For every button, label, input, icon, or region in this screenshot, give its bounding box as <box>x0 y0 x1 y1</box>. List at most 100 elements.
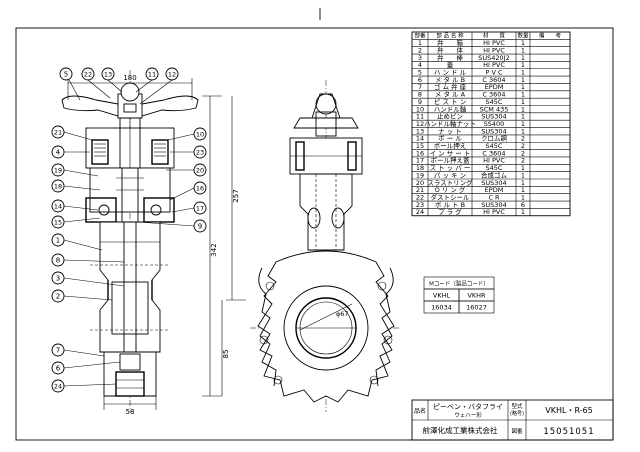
title-model-sublabel: (略号) <box>510 410 524 417</box>
parts-row-23-col-2: SUS304 <box>481 201 506 209</box>
parts-row-2-col-0: 2 <box>418 46 422 54</box>
title-product-name: ピーベン・バタフライ <box>433 402 503 411</box>
wafer-body <box>257 250 395 403</box>
svg-text:6: 6 <box>56 365 61 373</box>
parts-row-14-col-3: 2 <box>521 135 525 143</box>
parts-row-21-col-2: EPDM <box>485 186 504 194</box>
parts-row-4-col-0: 4 <box>418 61 422 69</box>
parts-row-18-col-2: S45C <box>486 164 503 172</box>
parts-row-3-col-1: 弁 棒 <box>437 53 464 62</box>
title-model: VKHL・R-65 <box>545 406 593 415</box>
dim-58: 58 <box>126 408 135 416</box>
parts-row-7-col-0: 7 <box>418 83 422 91</box>
callout-23: 23 <box>170 145 207 159</box>
parts-row-15-col-2: S45C <box>486 142 503 150</box>
parts-row-18-col-3: 1 <box>521 164 525 172</box>
title-name-label: 品名 <box>414 407 426 415</box>
side-neck <box>299 173 353 251</box>
parts-row-24-col-1: プ ラ グ <box>438 207 462 216</box>
dim-85: 85 <box>222 350 230 359</box>
parts-row-22-col-3: 1 <box>521 193 525 201</box>
svg-text:24: 24 <box>54 383 62 391</box>
parts-row-7-col-1: ゴ ム 弁 座 <box>434 82 467 91</box>
parts-row-3-col-0: 3 <box>418 54 422 62</box>
svg-text:15: 15 <box>54 219 62 227</box>
parts-row-19-col-1: パ ッ キ ン <box>434 171 466 179</box>
callout-18: 18 <box>51 179 101 193</box>
parts-row-5-col-3: 1 <box>521 69 525 77</box>
parts-row-14-col-1: ボ ー ル <box>438 135 462 143</box>
parts-row-13-col-2: SUS304 <box>481 127 506 135</box>
parts-header-1: 部 品 名 称 <box>436 32 464 40</box>
parts-row-7-col-2: EPDM <box>485 83 504 91</box>
parts-row-12-col-2: SS400 <box>484 120 505 128</box>
parts-row-6-col-2: C 3604 <box>482 76 505 84</box>
parts-row-11-col-1: 止めピン <box>437 112 463 121</box>
callout-7: 7 <box>51 343 105 357</box>
side-handle-arm <box>293 117 359 129</box>
parts-header-2: 材 質 <box>483 32 506 40</box>
svg-text:12: 12 <box>168 71 176 79</box>
parts-row-24-col-2: HI PVC <box>483 208 505 216</box>
parts-row-19-col-3: 1 <box>521 171 525 179</box>
mcode-value-vkhl: 16034 <box>431 304 452 312</box>
callout-19: 19 <box>51 163 99 177</box>
parts-row-8-col-3: 1 <box>521 91 525 99</box>
svg-text:23: 23 <box>196 149 204 157</box>
parts-row-22-col-2: C R <box>488 193 500 201</box>
callout-11: 11 <box>135 67 159 93</box>
parts-row-5-col-1: ハ ン ド ル <box>434 69 467 77</box>
callout-2: 2 <box>51 289 113 303</box>
parts-header-0: 部番 <box>414 32 426 40</box>
callout-15: 15 <box>51 215 101 229</box>
parts-header-3: 数量 <box>517 32 529 40</box>
callout-17: 17 <box>171 201 207 215</box>
ball-right <box>150 204 162 216</box>
callout-5: 5 <box>59 67 81 101</box>
parts-row-15-col-3: 2 <box>521 142 525 150</box>
parts-row-24-col-0: 24 <box>416 208 424 216</box>
callout-6: 6 <box>51 361 121 375</box>
svg-text:9: 9 <box>198 223 202 231</box>
parts-row-17-col-1: ボール押え蓋 <box>431 156 471 165</box>
svg-text:13: 13 <box>104 71 112 79</box>
parts-row-4-col-1: 蓋 <box>447 60 454 69</box>
bore-leader <box>299 303 353 331</box>
callout-20: 20 <box>166 163 207 177</box>
parts-row-13-col-0: 13 <box>416 127 424 135</box>
parts-row-16-col-0: 16 <box>416 149 424 157</box>
parts-row-11-col-0: 11 <box>416 113 424 121</box>
parts-row-23-col-3: 6 <box>521 201 525 209</box>
callout-4: 4 <box>51 145 90 159</box>
parts-row-18-col-1: ス ト ッ パ ー <box>430 164 471 172</box>
parts-row-16-col-3: 2 <box>521 149 525 157</box>
parts-row-3-col-2: SUS420J2 <box>478 54 509 62</box>
parts-row-3-col-3: 1 <box>521 54 525 62</box>
callout-12: 12 <box>139 67 179 105</box>
title-company: 前澤化成工業株式会社 <box>423 425 498 435</box>
parts-row-12-col-3: 1 <box>521 120 525 128</box>
mcode-header-vkhr: VKHR <box>467 292 486 300</box>
parts-row-5-col-2: P V C <box>485 69 502 77</box>
title-drawing-no-label: 図番 <box>511 428 523 435</box>
callout-24: 24 <box>51 379 117 393</box>
dim-342: 342 <box>210 243 218 256</box>
parts-row-11-col-2: SUS304 <box>481 113 506 121</box>
parts-row-16-col-2: C 3604 <box>482 149 505 157</box>
callout-9: 9 <box>137 219 207 233</box>
svg-text:16: 16 <box>196 185 204 193</box>
parts-row-21-col-3: 1 <box>521 186 525 194</box>
parts-row-6-col-3: 1 <box>521 76 525 84</box>
parts-row-6-col-0: 6 <box>418 76 422 84</box>
handle-nut <box>123 103 137 113</box>
parts-row-9-col-2: S45C <box>486 98 503 106</box>
parts-row-8-col-2: C 3604 <box>482 91 505 99</box>
parts-row-12-col-1: ハンドル軸ナット <box>424 119 476 128</box>
callout-13: 13 <box>101 67 123 93</box>
parts-row-13-col-1: ナ ッ ト <box>438 127 462 135</box>
svg-text:20: 20 <box>196 167 204 175</box>
parts-row-20-col-0: 20 <box>416 179 424 187</box>
svg-text:7: 7 <box>56 347 60 355</box>
parts-row-2-col-3: 1 <box>521 46 525 54</box>
